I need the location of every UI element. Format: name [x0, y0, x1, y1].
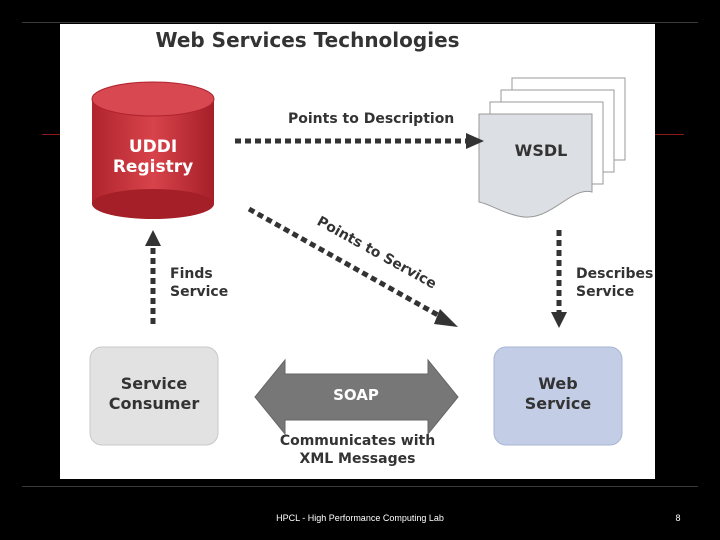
uddi-registry-cylinder	[91, 81, 215, 219]
top-frame-line	[22, 22, 698, 23]
bottom-frame-line	[22, 486, 698, 487]
communicates-line1: Communicates with	[279, 433, 436, 449]
page-number: 8	[675, 513, 681, 523]
describes-service-line1: Describes	[576, 266, 654, 282]
describes-service-label: Describes Service	[576, 265, 653, 301]
consumer-label-line1: Service	[120, 374, 188, 393]
uddi-label: UDDI Registry	[108, 137, 198, 177]
wsdl-label: WSDL	[514, 141, 568, 160]
web-service-label: Web Service	[494, 374, 622, 414]
points-to-description-label: Points to Description	[288, 111, 455, 127]
finds-service-line2: Service	[170, 284, 229, 300]
wsdl-document-stack	[478, 77, 626, 218]
soap-double-arrow	[254, 358, 459, 436]
points-to-description-arrow	[235, 133, 484, 149]
describes-service-arrow	[551, 230, 567, 328]
uddi-label-line2: Registry	[112, 157, 194, 177]
points-to-service-label: Points to Service	[314, 214, 439, 293]
web-service-label-line2: Service	[524, 394, 592, 413]
points-to-service-arrow	[247, 206, 458, 327]
diagram-title: Web Services Technologies	[155, 28, 460, 52]
finds-service-line1: Finds	[170, 266, 213, 282]
describes-service-line2: Service	[576, 284, 635, 300]
service-consumer-box	[89, 346, 219, 446]
communicates-label: Communicates with XML Messages	[270, 432, 445, 468]
consumer-label-line2: Consumer	[108, 394, 200, 413]
uddi-label-line1: UDDI	[128, 137, 178, 157]
soap-label: SOAP	[333, 386, 379, 404]
diagram-panel: Web Services Technologies	[60, 24, 655, 479]
web-service-label-line1: Web	[538, 374, 578, 393]
finds-service-label: Finds Service	[170, 265, 228, 301]
finds-service-arrow	[145, 230, 161, 324]
web-service-box	[493, 346, 623, 446]
diagram-canvas: Points to Service	[89, 77, 626, 446]
footer-lab-name: HPCL - High Performance Computing Lab	[276, 513, 444, 523]
communicates-line2: XML Messages	[299, 451, 416, 467]
service-consumer-label: Service Consumer	[90, 374, 218, 414]
